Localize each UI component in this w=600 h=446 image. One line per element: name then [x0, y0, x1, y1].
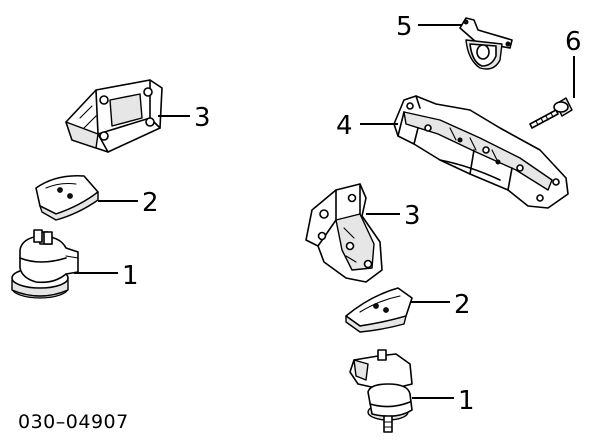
callout-right-insulator: 2 [454, 290, 471, 320]
top-mount-part [459, 17, 513, 70]
crossmember-part [393, 95, 569, 209]
left-mount-part [11, 229, 79, 299]
figure-part-number: 030–04907 [18, 411, 129, 433]
right-mount-part [349, 349, 413, 433]
left-insulator-part [35, 174, 99, 221]
callout-left-bracket: 3 [194, 103, 211, 133]
callout-right-mount: 1 [458, 386, 475, 416]
callout-left-mount: 1 [122, 261, 139, 291]
bolt-part [529, 97, 573, 129]
callout-right-bracket: 3 [404, 201, 421, 231]
right-insulator-part [345, 287, 413, 333]
left-bracket-part [65, 79, 163, 153]
callout-crossmember: 4 [336, 111, 353, 141]
callout-left-insulator: 2 [142, 188, 159, 218]
callout-top-mount: 5 [396, 12, 413, 42]
callout-bolt: 6 [565, 27, 582, 57]
right-bracket-part [305, 183, 383, 283]
